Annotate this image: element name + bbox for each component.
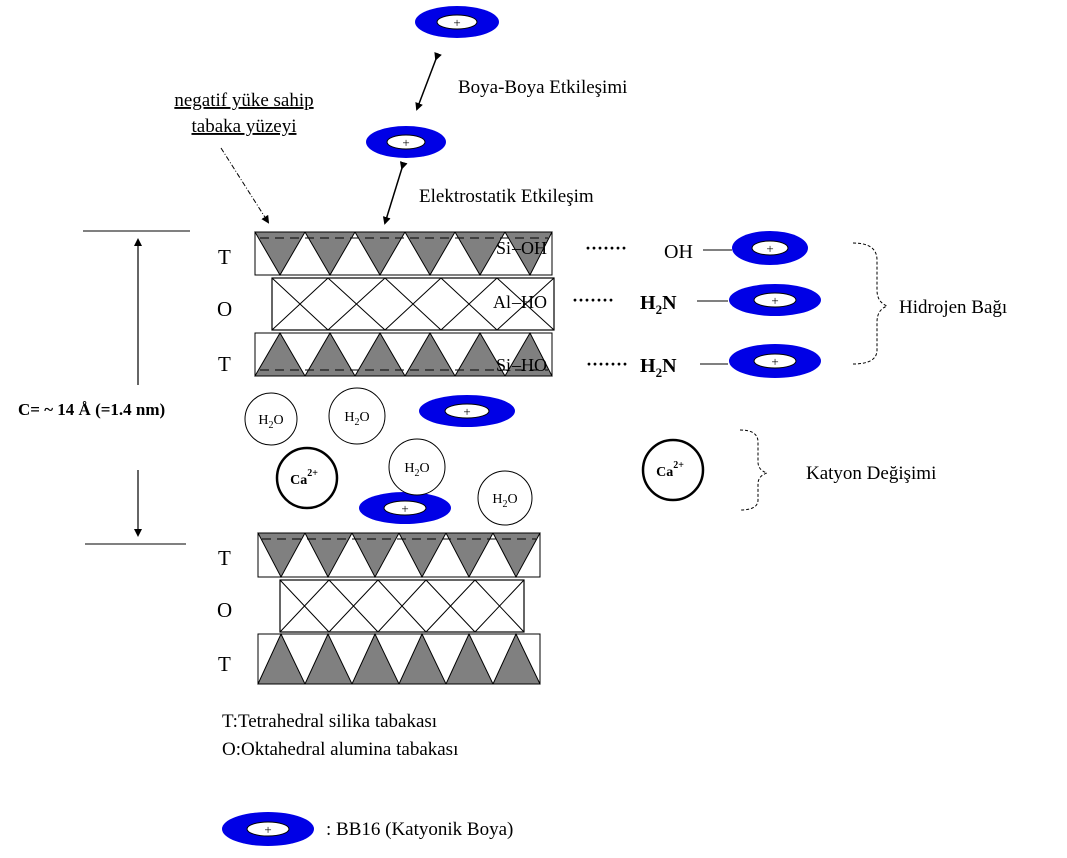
upper-tetrahedral-sheet-top bbox=[254, 231, 553, 277]
dye-molecule-interlayer: + bbox=[419, 395, 515, 427]
electrostatic-arrow bbox=[382, 161, 408, 225]
dye-molecule-bond-3: + bbox=[729, 344, 821, 378]
legend-octahedral: O:Oktahedral alumina tabakası bbox=[222, 739, 458, 760]
dye-molecule-surface: + bbox=[366, 126, 446, 158]
svg-text:Ca2+: Ca2+ bbox=[290, 468, 318, 488]
svg-text:+: + bbox=[264, 822, 271, 837]
dye-molecule-legend: + bbox=[222, 812, 314, 846]
upper-clay-layer bbox=[254, 231, 555, 377]
water-molecule-3: H2O bbox=[388, 438, 446, 496]
cation-exchange-label: Katyon Değişimi bbox=[806, 463, 936, 484]
svg-text:H2N: H2N bbox=[640, 355, 677, 380]
layer-letter-lower-t1: T bbox=[218, 546, 231, 570]
svg-text:Si–OH: Si–OH bbox=[496, 238, 547, 258]
lower-tetrahedral-sheet-top bbox=[257, 532, 541, 579]
svg-text:·······: ······· bbox=[586, 354, 628, 374]
svg-text:+: + bbox=[771, 293, 778, 308]
negative-surface-label-line1: negatif yüke sahip bbox=[174, 90, 313, 111]
svg-text:+: + bbox=[453, 15, 460, 30]
layer-letter-lower-o: O bbox=[217, 598, 232, 622]
dye-dye-label: Boya-Boya Etkileşimi bbox=[458, 77, 627, 98]
negative-surface-pointer bbox=[220, 147, 270, 224]
svg-text:H2O: H2O bbox=[492, 492, 517, 510]
cation-exchange-bracket bbox=[739, 429, 769, 511]
bond-row-3: Si–HO ······· H2N bbox=[496, 354, 728, 380]
lower-octahedral-sheet bbox=[279, 579, 525, 633]
dye-molecule-bond-2: + bbox=[729, 284, 821, 316]
water-molecule-1: H2O bbox=[244, 392, 298, 446]
layer-letter-upper-t1: T bbox=[218, 245, 231, 269]
upper-octahedral-sheet bbox=[271, 277, 555, 331]
hydrogen-bond-bracket bbox=[852, 242, 889, 365]
svg-text:H2O: H2O bbox=[344, 410, 369, 428]
svg-text:+: + bbox=[771, 354, 778, 369]
svg-text:+: + bbox=[463, 404, 470, 419]
spacing-label: C= ~ 14 Å (=1.4 nm) bbox=[18, 400, 165, 419]
bond-row-2: Al–HO ······· H2N bbox=[493, 290, 728, 317]
svg-text:+: + bbox=[401, 501, 408, 516]
svg-text:·······: ······· bbox=[572, 290, 614, 310]
calcium-ion-exchange: Ca2+ bbox=[641, 438, 705, 502]
electrostatic-label: Elektrostatik Etkileşim bbox=[419, 186, 594, 207]
svg-text:H2O: H2O bbox=[404, 461, 429, 479]
lower-clay-layer bbox=[257, 532, 541, 685]
water-molecule-2: H2O bbox=[328, 387, 386, 445]
svg-text:OH: OH bbox=[664, 241, 693, 263]
layer-letter-lower-t2: T bbox=[218, 652, 231, 676]
svg-text:Ca2+: Ca2+ bbox=[656, 460, 684, 480]
dye-molecule-top: + bbox=[415, 6, 499, 38]
bond-row-1: Si–OH ······· OH bbox=[496, 238, 732, 263]
upper-tetrahedral-sheet-bottom bbox=[254, 331, 553, 377]
legend-tetrahedral: T:Tetrahedral silika tabakası bbox=[222, 711, 437, 732]
hydrogen-bond-label: Hidrojen Bağı bbox=[899, 297, 1007, 318]
negative-surface-label-line2: tabaka yüzeyi bbox=[192, 116, 297, 137]
svg-text:Al–HO: Al–HO bbox=[493, 292, 547, 312]
svg-text:+: + bbox=[402, 135, 409, 150]
svg-text:+: + bbox=[766, 241, 773, 256]
lower-tetrahedral-sheet-bottom bbox=[257, 632, 541, 685]
svg-text:H2N: H2N bbox=[640, 292, 677, 317]
layer-letter-upper-t2: T bbox=[218, 352, 231, 376]
dye-molecule-lower: + bbox=[359, 492, 451, 524]
svg-text:H2O: H2O bbox=[258, 413, 283, 431]
layer-letter-upper-o: O bbox=[217, 297, 232, 321]
calcium-ion-interlayer: Ca2+ bbox=[275, 446, 339, 510]
dye-dye-arrow bbox=[415, 51, 442, 111]
water-molecule-4: H2O bbox=[477, 470, 533, 526]
legend-dye: : BB16 (Katyonik Boya) bbox=[326, 819, 513, 840]
svg-text:Si–HO: Si–HO bbox=[496, 355, 547, 375]
svg-text:·······: ······· bbox=[585, 238, 627, 258]
dye-molecule-bond-1: + bbox=[732, 231, 808, 265]
